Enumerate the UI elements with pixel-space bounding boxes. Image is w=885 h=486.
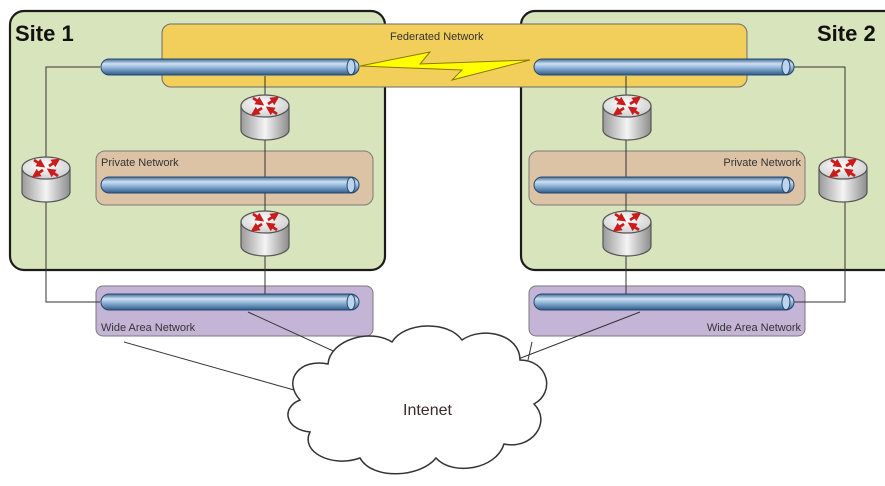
cloud-label: Intenet	[403, 402, 452, 419]
router-icon	[819, 157, 867, 202]
federated-pipe-left-icon	[100, 58, 360, 76]
router-icon	[22, 157, 70, 202]
private-network-right-label: Private Network	[723, 157, 801, 169]
router-icon	[241, 211, 289, 256]
wan-pipe-right-icon	[533, 293, 795, 311]
cloud-icon	[287, 325, 548, 475]
private-network-left-label: Private Network	[101, 157, 179, 169]
site-1-title: Site 1	[15, 21, 74, 46]
wan-right-label: Wide Area Network	[707, 322, 802, 334]
wan-left-label: Wide Area Network	[101, 322, 196, 334]
private-pipe-left-icon	[100, 176, 360, 194]
lightning-icon	[359, 51, 531, 81]
federated-pipe-right-icon	[533, 58, 795, 76]
router-icon	[603, 211, 651, 256]
private-pipe-right-icon	[533, 176, 795, 194]
router-icon	[603, 95, 651, 140]
wan-pipe-left-icon	[100, 293, 360, 311]
router-icon	[241, 95, 289, 140]
site-2-title: Site 2	[817, 21, 876, 46]
federated-network-label: Federated Network	[390, 31, 484, 43]
